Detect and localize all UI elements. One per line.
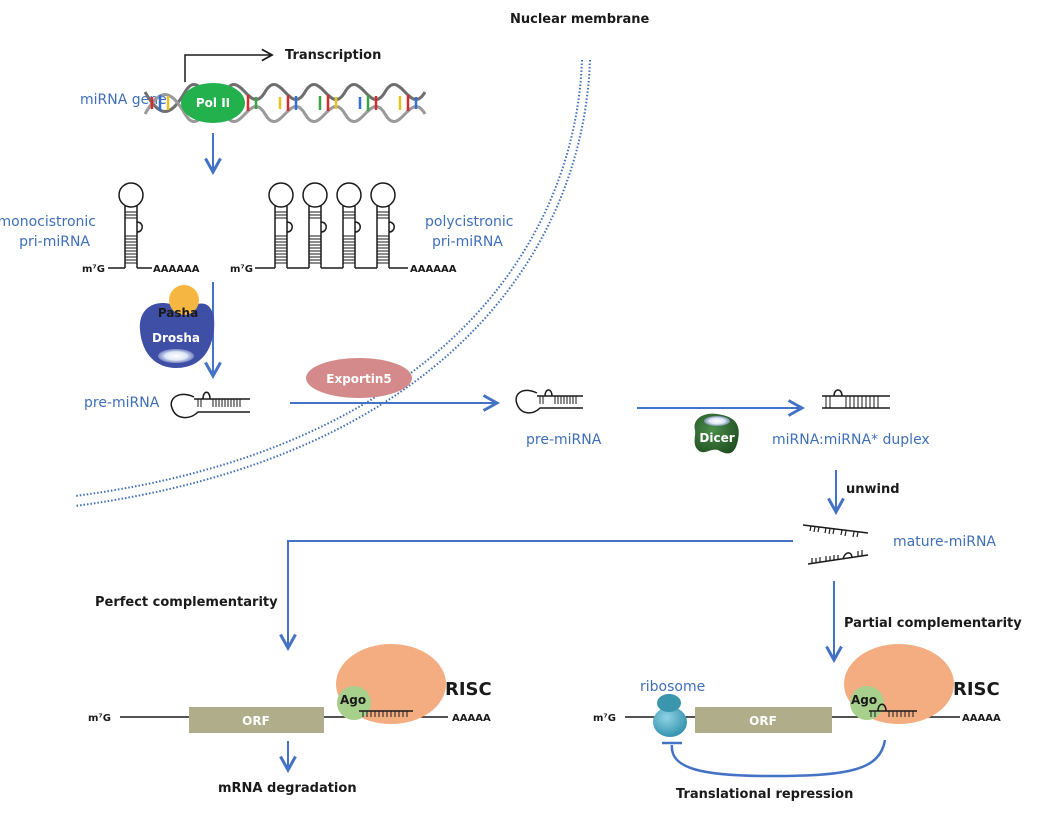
- mature-mirna-label: mature-miRNA: [893, 534, 996, 550]
- dna-helix-icon: [143, 83, 427, 123]
- duplex-label: miRNA:miRNA* duplex: [772, 432, 930, 448]
- right-orf-box: [695, 707, 832, 733]
- polycistronic-pri-mirna-structure: [255, 182, 408, 269]
- dicer-enzyme: Dicer: [694, 413, 739, 454]
- unwind-label: unwind: [846, 482, 900, 497]
- pol-ii-label: Pol II: [196, 96, 230, 110]
- right-risc-label: RISC: [953, 679, 1000, 700]
- pol-ii-enzyme: Pol II: [181, 83, 245, 123]
- mature-mirna-structure: [802, 524, 869, 565]
- pasha-label: Pasha: [158, 306, 198, 320]
- repression-curve: [670, 739, 887, 778]
- ribosome-label: ribosome: [640, 679, 705, 695]
- nuclear-pre-mirna-label: pre-miRNA: [84, 395, 160, 411]
- nuclear-pre-mirna-structure: [170, 391, 250, 419]
- mirna-duplex-structure: [822, 389, 890, 409]
- left-risc-label: RISC: [445, 679, 492, 700]
- mirna-gene-label: miRNA gene: [80, 92, 167, 108]
- left-cap-label: m⁷G: [88, 713, 111, 724]
- translational-repression-label: Translational repression: [676, 787, 853, 802]
- monocistronic-label-line1: monocistronic: [0, 214, 96, 230]
- right-polya-label: AAAAA: [962, 713, 1001, 724]
- monocistronic-pri-mirna-structure: [108, 182, 152, 269]
- transcription-arrow: [184, 48, 274, 82]
- mrna-degradation-label: mRNA degradation: [218, 781, 357, 796]
- left-polya-label: AAAAA: [452, 713, 491, 724]
- left-ago-label: Ago: [340, 693, 366, 707]
- partial-complementarity-label: Partial complementarity: [844, 616, 1022, 631]
- ribosome-icon: [653, 694, 687, 737]
- mono-cap-label: m⁷G: [82, 264, 105, 275]
- polycistronic-label-line2: pri-miRNA: [432, 234, 503, 250]
- right-orf-label: ORF: [749, 714, 777, 728]
- drosha-pasha-complex: Pasha Drosha: [139, 285, 215, 368]
- right-cap-label: m⁷G: [593, 713, 616, 724]
- drosha-label: Drosha: [152, 331, 200, 345]
- arrow-perfect-complementarity: [288, 540, 793, 648]
- left-orf-label: ORF: [242, 714, 270, 728]
- nuclear-membrane: [74, 59, 591, 507]
- mono-polya-label: AAAAAA: [153, 264, 200, 275]
- exportin5-label: Exportin5: [326, 372, 391, 386]
- perfect-complementarity-label: Perfect complementarity: [95, 595, 278, 610]
- exportin5-protein: Exportin5: [306, 358, 412, 398]
- left-orf-box: [189, 707, 324, 733]
- right-ago-label: Ago: [851, 693, 877, 707]
- left-mrna-complex: Ago ORF: [120, 644, 448, 733]
- cytoplasmic-pre-mirna-structure: [515, 389, 583, 414]
- polycistronic-label-line1: polycistronic: [425, 214, 513, 230]
- transcription-label: Transcription: [285, 48, 381, 63]
- poly-cap-label: m⁷G: [230, 264, 253, 275]
- cytoplasmic-pre-mirna-label: pre-miRNA: [526, 432, 602, 448]
- monocistronic-label-line2: pri-miRNA: [19, 234, 90, 250]
- nuclear-membrane-label: Nuclear membrane: [510, 12, 649, 27]
- poly-polya-label: AAAAAA: [410, 264, 457, 275]
- dicer-label: Dicer: [699, 431, 734, 445]
- right-mrna-complex: Ago ORF: [625, 644, 960, 778]
